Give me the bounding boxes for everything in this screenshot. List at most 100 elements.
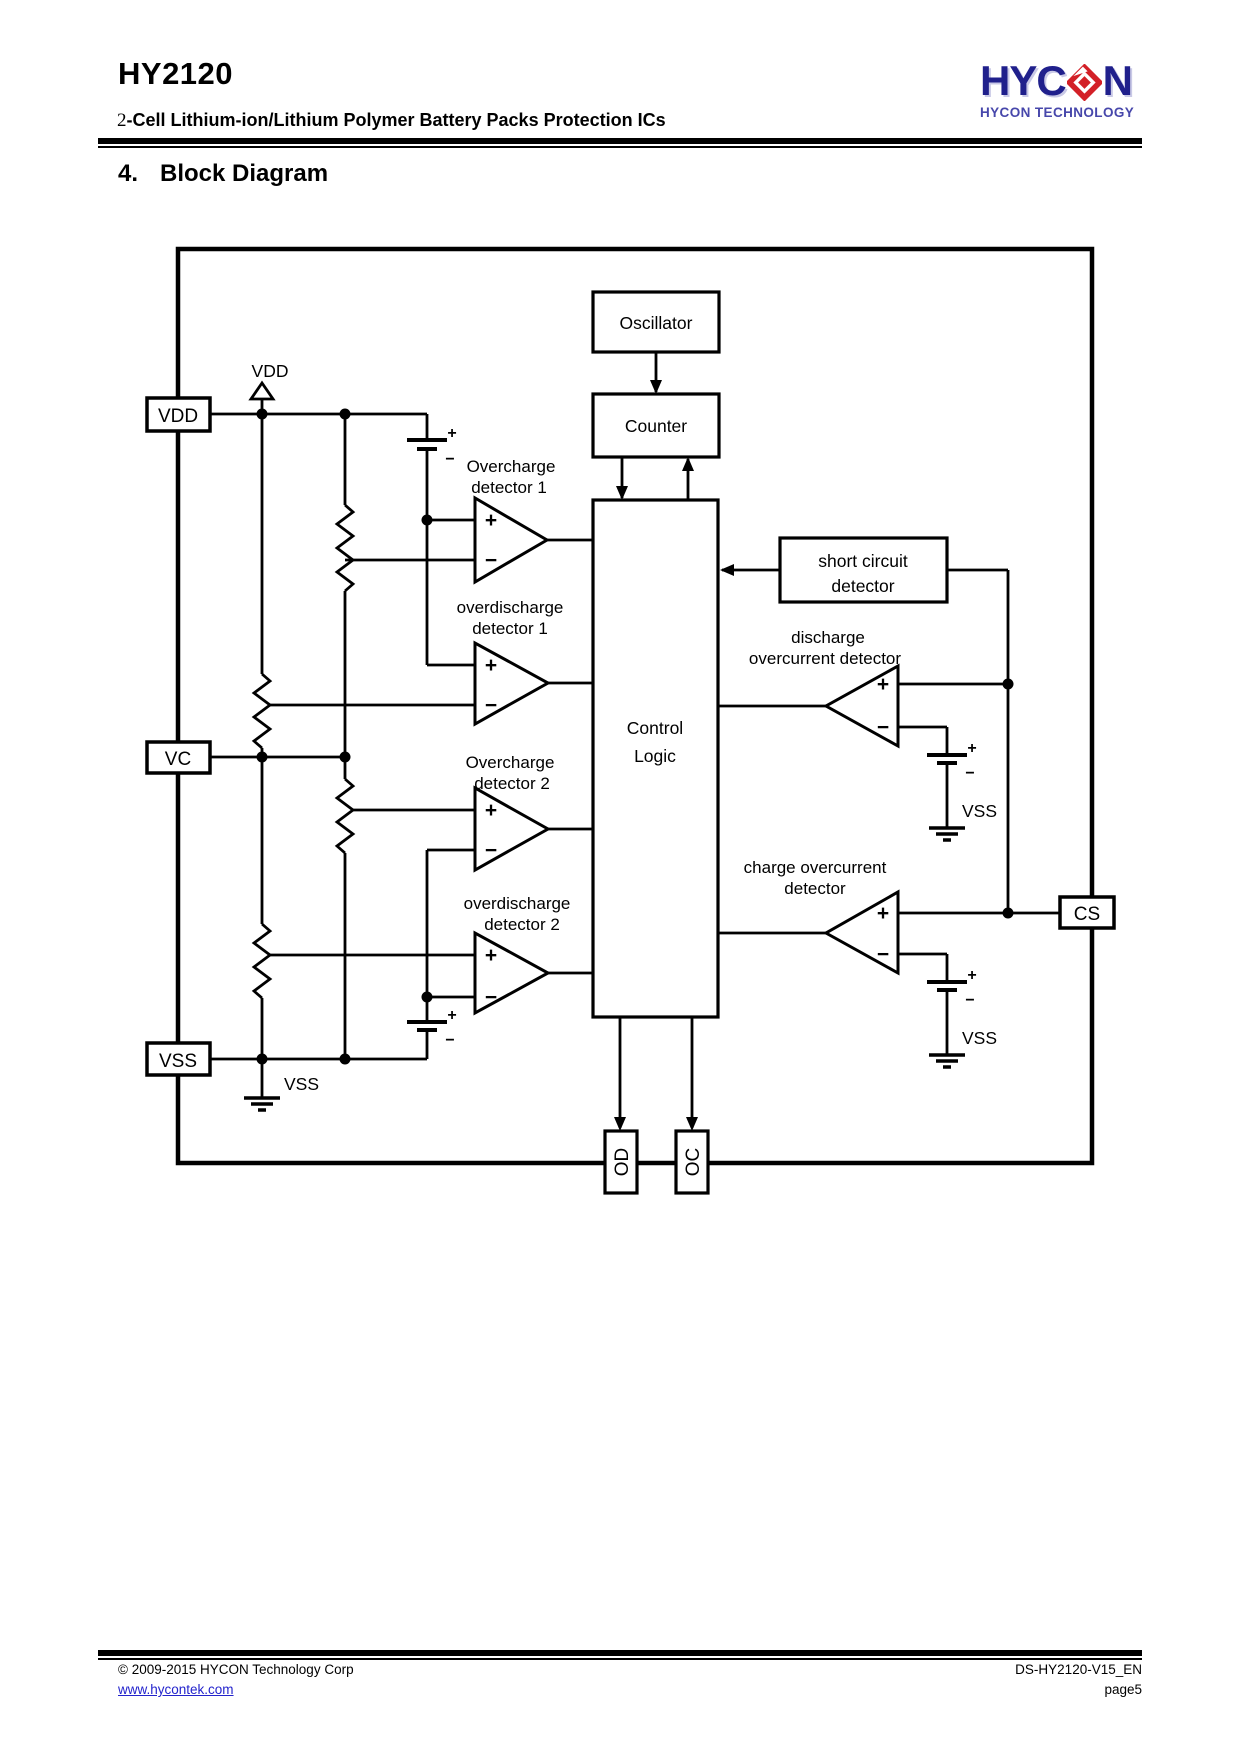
diamond-core — [1077, 75, 1091, 89]
hycon-logo: HYC N HYCON TECHNOLOGY — [980, 57, 1135, 121]
minus-sign: − — [485, 986, 497, 1009]
section-title: 4.Block Diagram — [118, 160, 328, 188]
product-title: HY2120 — [118, 56, 234, 91]
logo-text-pre: HYC — [980, 57, 1067, 104]
minus-sign: − — [485, 549, 497, 572]
footer-doc-id: DS-HY2120-V15_EN — [1015, 1662, 1142, 1677]
oscillator-block — [591, 290, 721, 354]
minus-sign: − — [877, 716, 889, 739]
plus-sign: + — [485, 799, 497, 822]
overdischarge1-caption-1: overdischarge — [457, 598, 564, 617]
junction-dot — [339, 1053, 351, 1065]
overdischarge-detector1-comparator — [473, 640, 552, 727]
junction-dot — [256, 1053, 268, 1065]
minus-sign: − — [485, 694, 497, 717]
overdischarge2-caption-1: overdischarge — [464, 894, 571, 913]
ground-bat4-icon — [929, 1053, 965, 1069]
footer-website-link[interactable]: www.hycontek.com — [118, 1682, 234, 1697]
vss-ground-label: VSS — [284, 1074, 319, 1094]
plus-sign: + — [877, 673, 889, 696]
overcharge2-caption-2: detector 2 — [474, 774, 550, 793]
discharge-oc-caption-1: discharge — [791, 628, 865, 647]
pin-vdd-label: VDD — [158, 406, 198, 427]
footer-rule — [98, 1650, 1142, 1660]
battery4-plates — [927, 980, 967, 992]
minus-sign: − — [877, 943, 889, 966]
counter-label: Counter — [625, 416, 687, 436]
block-diagram: Oscillator Counter Control Logic short c… — [145, 246, 1116, 1195]
plus-sign: + — [967, 967, 976, 984]
resistor-cell2-lower — [251, 922, 273, 1000]
vss-bat3-label: VSS — [962, 801, 997, 821]
arrowhead-osc-to-counter — [650, 380, 662, 394]
pin-cs-label: CS — [1074, 904, 1100, 925]
vdd-rail-label: VDD — [252, 361, 289, 381]
minus-sign: − — [445, 451, 454, 468]
minus-sign: − — [485, 839, 497, 862]
junction-dot — [1002, 678, 1014, 690]
junction-dot — [256, 751, 268, 763]
junction-dot — [421, 514, 433, 526]
pin-vss — [145, 1041, 212, 1077]
footer-copyright: © 2009-2015 HYCON Technology Corp — [118, 1662, 354, 1677]
short-circuit-detector-block — [778, 536, 949, 604]
wiring-right — [618, 352, 1060, 1128]
vss-bat4-label: VSS — [962, 1028, 997, 1048]
charge-overcurrent-comparator — [822, 889, 900, 976]
overdischarge1-caption-2: detector 1 — [472, 619, 548, 638]
junction-dot — [421, 991, 433, 1003]
minus-sign: − — [965, 765, 974, 782]
overdischarge2-caption-2: detector 2 — [484, 915, 560, 934]
plus-sign: + — [967, 740, 976, 757]
control-logic-block — [591, 498, 720, 1019]
logo-diamond-icon — [1066, 63, 1102, 101]
plus-sign: + — [485, 654, 497, 677]
wiring-left — [210, 399, 475, 1098]
arrowhead-control-to-od — [614, 1117, 626, 1131]
overdischarge-detector2-comparator — [473, 930, 552, 1016]
overcharge-detector2-comparator — [473, 785, 552, 873]
subtitle-number: 2 — [117, 110, 127, 131]
pin-vc-label: VC — [165, 749, 191, 770]
plus-sign: + — [447, 1007, 456, 1024]
logo-text-post: N — [1102, 57, 1133, 104]
oscillator-label: Oscillator — [620, 313, 693, 333]
overcharge1-caption-1: Overcharge — [467, 457, 556, 476]
battery1-plates — [407, 438, 447, 451]
logo-tagline: HYCON TECHNOLOGY — [980, 105, 1135, 120]
vdd-supply-arrow-icon — [248, 380, 276, 401]
ground-left-icon — [244, 1096, 280, 1112]
pin-od — [603, 1129, 639, 1195]
battery2-plates — [407, 1020, 447, 1032]
diamond-notch — [1073, 66, 1088, 76]
control-logic-label-2: Logic — [634, 746, 676, 766]
logo-wordmark: HYC N — [980, 57, 1133, 104]
charge-oc-caption-1: charge overcurrent — [744, 858, 887, 877]
pin-vdd — [145, 396, 212, 433]
pin-od-label: OD — [612, 1148, 633, 1177]
section-number: 4. — [118, 160, 139, 187]
plus-sign: + — [447, 425, 456, 442]
pin-vss-label: VSS — [159, 1051, 197, 1072]
plus-sign: + — [485, 509, 497, 532]
subtitle-text: -Cell Lithium-ion/Lithium Polymer Batter… — [126, 110, 666, 130]
pin-vc — [145, 740, 212, 775]
overcharge1-caption-2: detector 1 — [471, 478, 547, 497]
resistor-cell1-upper — [334, 503, 356, 593]
junction-dot — [256, 408, 268, 420]
header-rule — [98, 138, 1142, 148]
arrowhead-scd-to-control — [720, 564, 734, 576]
charge-oc-caption-2: detector — [784, 879, 846, 898]
pin-oc-label: OC — [683, 1148, 704, 1177]
product-subtitle: 2-Cell Lithium-ion/Lithium Polymer Batte… — [117, 110, 666, 132]
junction-dot — [1002, 907, 1014, 919]
arrowhead-control-to-oc — [686, 1117, 698, 1131]
ground-bat3-icon — [929, 826, 965, 842]
diamond-ring — [1066, 63, 1102, 101]
discharge-oc-caption-2: overcurrent detector — [749, 649, 901, 668]
minus-sign: − — [445, 1032, 454, 1049]
resistor-cell1-lower — [251, 672, 273, 750]
overcharge2-caption-1: Overcharge — [466, 753, 555, 772]
plus-sign: + — [485, 944, 497, 967]
